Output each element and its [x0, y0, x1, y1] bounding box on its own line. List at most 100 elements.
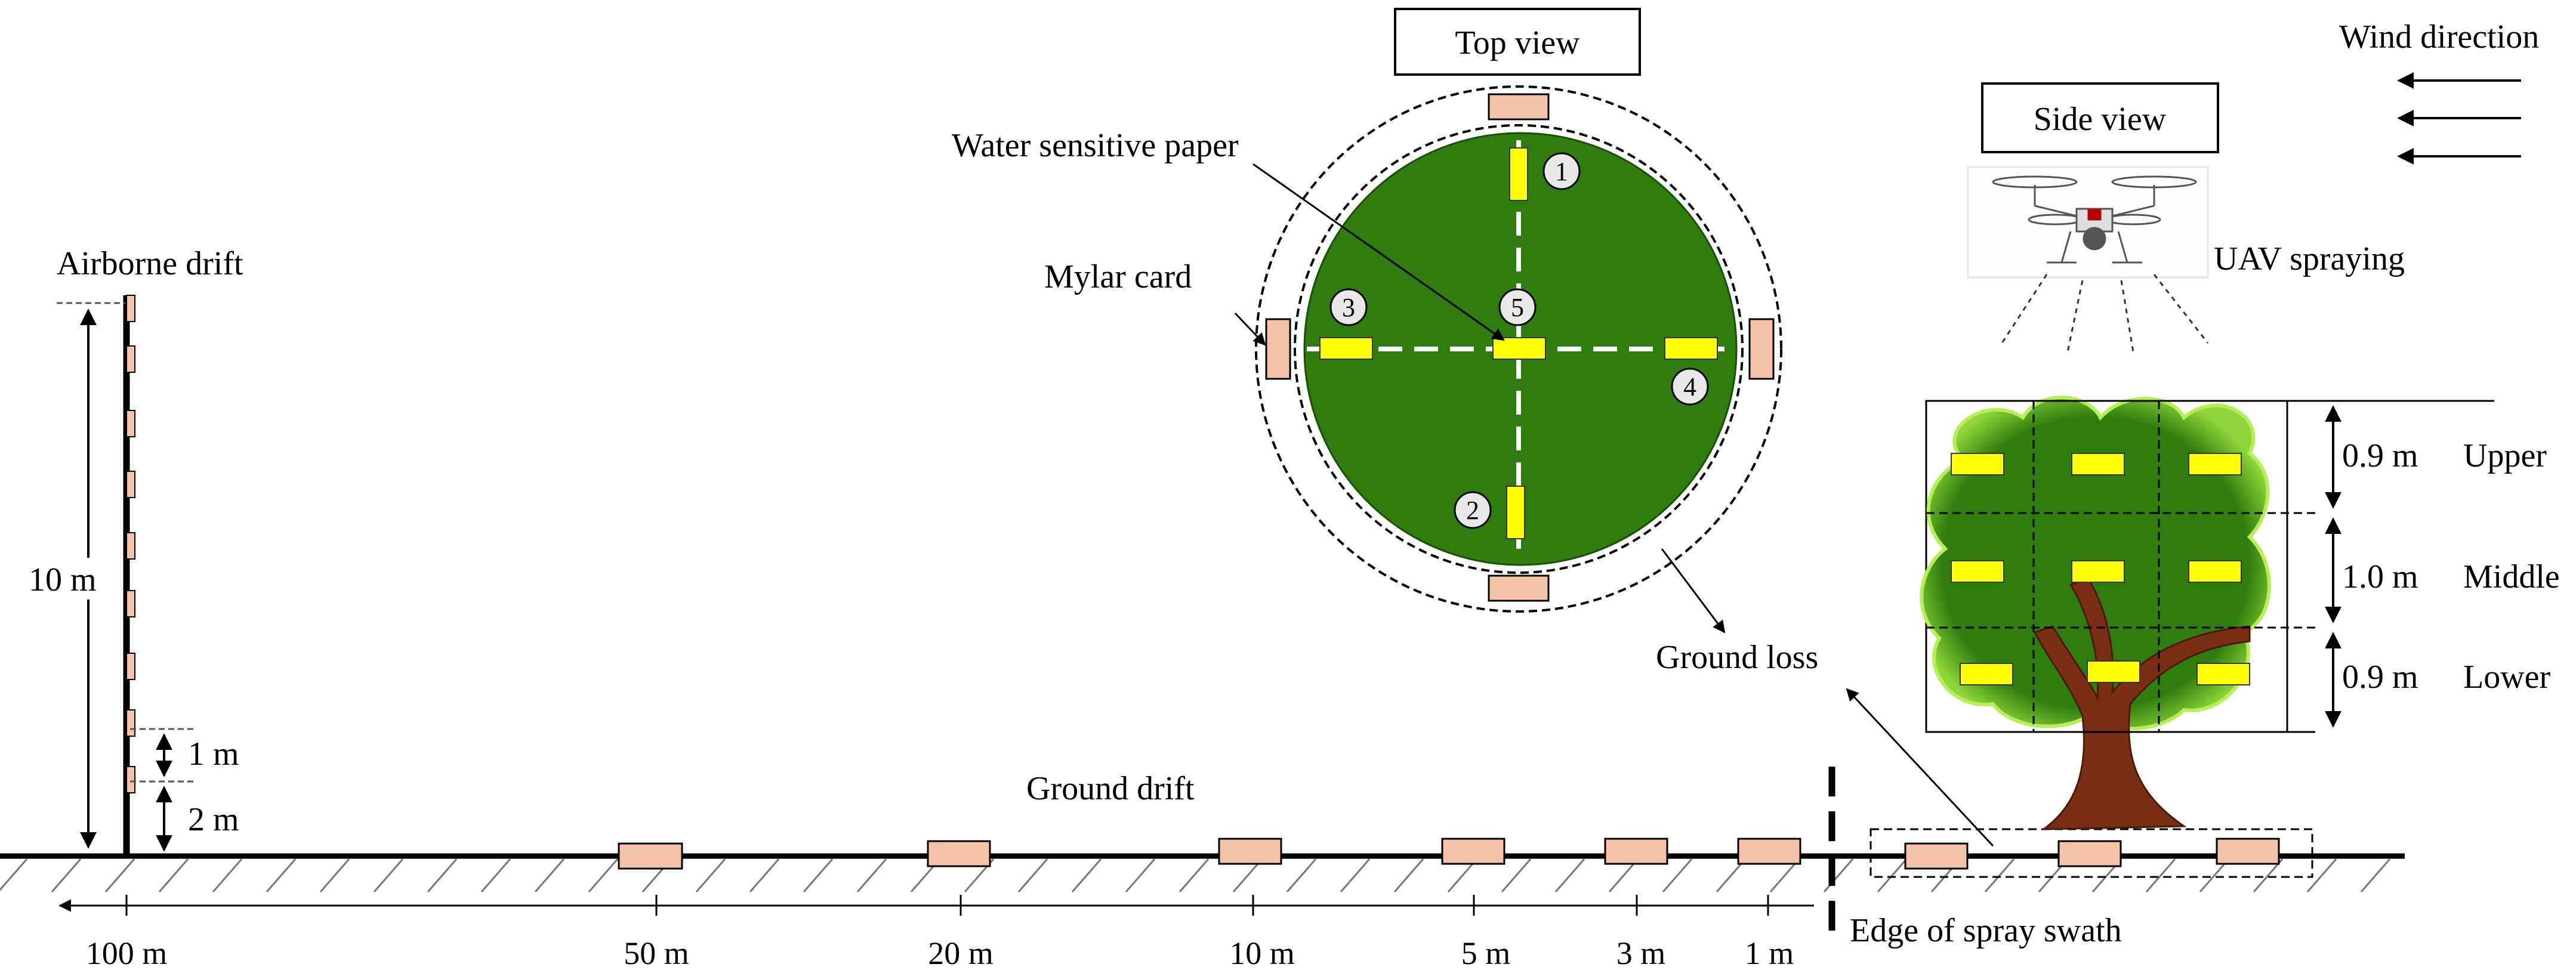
- wind-arrows: [2397, 72, 2521, 165]
- ground-hatch-line: [2306, 858, 2337, 892]
- mylar-card: [2216, 838, 2280, 865]
- mylar-card: [1488, 574, 1550, 602]
- ground-hatch-line: [1393, 858, 1424, 892]
- edge-of-spray-swath-label: Edge of spray swath: [1850, 912, 2122, 949]
- mylar-card: [618, 842, 683, 870]
- uav-drone-icon: [1967, 166, 2209, 279]
- distance-label-50m: 50 m: [624, 935, 689, 970]
- ground-hatch-line: [104, 858, 135, 892]
- wsp-marker-1: [1542, 152, 1581, 190]
- wsp-number-2: 2: [1466, 496, 1479, 525]
- ground-hatch-line: [1501, 858, 1532, 892]
- ground-hatch-line: [427, 858, 458, 892]
- water-sensitive-paper: [2188, 560, 2242, 583]
- ground-hatch-line: [695, 858, 726, 892]
- ground-loss-pointer-lower: [1846, 688, 1994, 847]
- mylar-card: [126, 653, 135, 680]
- ground-hatch-line: [1017, 858, 1048, 892]
- ground-hatch-line: [1286, 858, 1317, 892]
- ground-hatch-line: [803, 858, 834, 892]
- gap-2m-label: 2 m: [188, 801, 239, 838]
- water-sensitive-paper-pointer: [1252, 163, 1505, 341]
- top-view-label: Top view: [1455, 24, 1580, 61]
- mylar-card: [1748, 318, 1775, 380]
- ground-hatch-line: [158, 858, 189, 892]
- wsp-marker-2: [1454, 491, 1492, 529]
- uav-spraying-label: UAV spraying: [2214, 240, 2405, 277]
- water-sensitive-paper: [1509, 147, 1528, 201]
- water-sensitive-paper-label: Water sensitive paper: [952, 127, 1239, 164]
- ground-hatch-line: [1823, 858, 1854, 892]
- mylar-card: [1441, 838, 1506, 865]
- water-sensitive-paper: [1951, 453, 2004, 475]
- mylar-card: [1265, 318, 1291, 380]
- ground-hatch-line: [856, 858, 887, 892]
- lower-layer-label: Lower: [2463, 659, 2551, 696]
- mylar-card: [1904, 842, 1969, 870]
- ground-hatch-line: [0, 858, 28, 891]
- ground-hatch-line: [588, 858, 619, 892]
- mylar-card: [126, 766, 135, 793]
- distance-label-20m: 20 m: [928, 935, 994, 970]
- ground-loss-zone: [1869, 828, 2313, 878]
- water-sensitive-paper: [2196, 663, 2250, 685]
- ground-hatch-line: [2145, 858, 2176, 892]
- tree-side-view: [1920, 396, 2494, 830]
- airborne-drift-pole: [123, 295, 135, 856]
- lower-height-label: 0.9 m: [2342, 659, 2418, 696]
- distance-ticks: [125, 895, 1769, 916]
- mylar-card: [2057, 840, 2122, 867]
- ground-hatch-line: [1554, 858, 1585, 892]
- wsp-number-1: 1: [1555, 157, 1568, 186]
- ground-hatch-line: [373, 858, 404, 892]
- mylar-card: [126, 590, 135, 617]
- top-view-box: [1394, 8, 1641, 76]
- mylar-card: [126, 471, 135, 498]
- middle-height-label: 1.0 m: [2342, 558, 2418, 595]
- distance-label-3m: 3 m: [1616, 935, 1666, 970]
- mylar-card: [126, 295, 135, 322]
- top-view-plot: 1 2 3 4 5: [1255, 85, 1782, 613]
- water-sensitive-paper: [1951, 560, 2004, 583]
- ground-loss-label: Ground loss: [1656, 639, 1818, 676]
- wind-direction-label: Wind direction: [2339, 18, 2539, 55]
- ground-hatch-line: [1071, 858, 1102, 892]
- ground-drift-label: Ground drift: [1026, 770, 1195, 807]
- wsp-number-4: 4: [1683, 372, 1696, 401]
- middle-layer-label: Middle: [2463, 558, 2560, 595]
- wsp-marker-5: [1498, 288, 1537, 326]
- ground-hatch-line: [2360, 858, 2391, 892]
- water-sensitive-paper: [2071, 453, 2125, 475]
- tree-trunk: [2033, 577, 2251, 830]
- mylar-card-label: Mylar card: [1044, 258, 1192, 295]
- ground-drift-cards: [618, 838, 2280, 870]
- mylar-card: [1604, 838, 1668, 865]
- ground-hatch-line: [266, 858, 297, 892]
- height-10m-label: 10 m: [29, 561, 97, 598]
- mylar-card: [126, 410, 135, 437]
- wsp-number-5: 5: [1511, 293, 1524, 322]
- water-sensitive-paper: [1492, 337, 1546, 360]
- airborne-drift-label: Airborne drift: [57, 245, 243, 282]
- mylar-card: [1737, 838, 1801, 865]
- mylar-card: [927, 840, 991, 867]
- distance-label-5m: 5 m: [1461, 935, 1511, 970]
- ground-hatch-line: [1877, 858, 1908, 892]
- distance-label-1m: 1 m: [1745, 935, 1794, 970]
- wsp-marker-4: [1671, 367, 1709, 406]
- ground-hatch-line: [1179, 858, 1210, 892]
- ground-loss-pointer-upper: [1661, 548, 1726, 634]
- ground-hatch-line: [480, 858, 511, 892]
- mylar-card: [126, 345, 135, 373]
- mylar-card-pointer: [1234, 312, 1266, 346]
- water-sensitive-paper: [1960, 663, 2013, 685]
- water-sensitive-paper: [1664, 337, 1718, 360]
- water-sensitive-paper: [2087, 660, 2140, 683]
- wsp-marker-3: [1329, 288, 1368, 326]
- ground: [0, 853, 2405, 892]
- upper-layer-label: Upper: [2463, 437, 2547, 474]
- ground-hatch-line: [749, 858, 780, 892]
- ground-hatch-line: [534, 858, 565, 892]
- side-view-box: [1981, 82, 2219, 153]
- gap-1m-label: 1 m: [188, 736, 239, 773]
